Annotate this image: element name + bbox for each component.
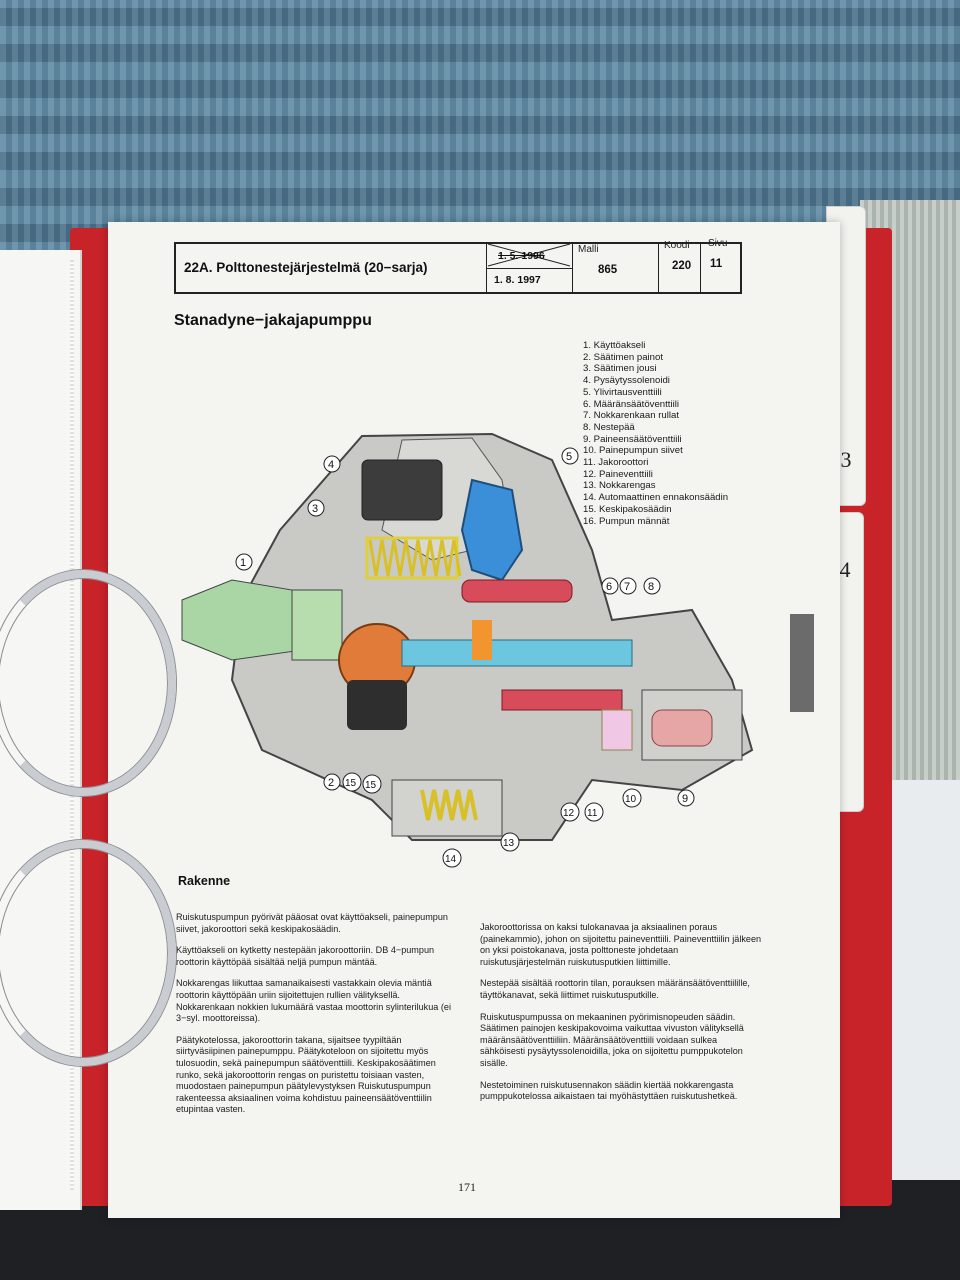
svg-text:10: 10 [625, 794, 637, 805]
governor-weights [347, 680, 407, 730]
page-heading: Stanadyne−jakajapumppu [174, 312, 372, 329]
section-title-rakenne: Rakenne [178, 874, 231, 888]
pressure-regulator [651, 709, 713, 747]
legend-item: 8. Nestepää [583, 421, 635, 433]
legend-item: 14. Automaattinen ennakonsäädin [583, 492, 729, 504]
legend-item: 10. Painepumpun siivet [583, 445, 683, 457]
pressure-valve [501, 689, 623, 711]
paragraph: Nokkarengas liikuttaa samanaikaisesti va… [176, 978, 451, 1024]
legend-item: 13. Nokkarengas [583, 480, 656, 492]
binder-ring-bottom [0, 840, 176, 1066]
sivu-value: 11 [710, 258, 723, 270]
svg-text:3: 3 [312, 503, 318, 515]
legend-item: 15. Keskipakosäädin [583, 503, 672, 515]
tablecloth-background [0, 0, 960, 260]
svg-text:15: 15 [345, 778, 357, 789]
regulator-block [601, 709, 633, 751]
legend-item: 5. Ylivirtausventtiili [583, 386, 662, 398]
page-number: 171 [458, 1180, 476, 1194]
callout-2: 2 [323, 773, 341, 791]
legend-item: 1. Käyttöakseli [583, 340, 646, 351]
left-text-column: Ruiskutuspumpun pyörivät pääosat ovat kä… [176, 912, 456, 1126]
paragraph: Käyttöakseli on kytketty nestepään jakor… [176, 945, 435, 967]
legend-item: 4. Pysäytyssolenoidi [583, 375, 670, 387]
svg-text:4: 4 [328, 459, 334, 471]
callout-7: 7 [619, 577, 637, 595]
legend-item: 6. Määränsäätöventtiili [583, 398, 679, 410]
callout-labels: 1 2 3 4 5 6 7 8 9 10 11 12 13 14 15 15 [235, 447, 695, 868]
pump-cutaway-diagram: 1 2 3 4 5 6 7 8 9 10 11 12 13 14 15 15 [181, 432, 754, 868]
governor-spring [365, 536, 462, 580]
sivu-label: Sivu [708, 238, 728, 249]
drive-shaft [181, 579, 303, 661]
koodi-label: Koodi [664, 240, 690, 251]
legend-item: 2. Säätimen painot [583, 351, 664, 363]
svg-text:13: 13 [503, 838, 515, 849]
date-new: 1. 8. 1997 [494, 274, 541, 286]
callout-8: 8 [643, 577, 661, 595]
binder-ring-top [0, 570, 176, 796]
right-text-column: Jakoroottorissa on kaksi tulokanavaa ja … [480, 922, 762, 1113]
distributor-rotor [401, 639, 633, 667]
legend-item: 11. Jakoroottori [583, 457, 649, 469]
callout-13: 13 [500, 832, 520, 852]
paragraph: Nestepää sisältää roottorin tilan, porau… [480, 978, 750, 1000]
legend-item: 3. Säätimen jousi [583, 363, 657, 375]
malli-value: 865 [598, 264, 618, 276]
callout-3: 3 [307, 499, 325, 517]
svg-text:15: 15 [365, 780, 377, 791]
header-divider [700, 242, 701, 294]
callout-15: 15 [342, 772, 362, 792]
legend-item: 7. Nokkarenkaan rullat [583, 410, 679, 422]
header-table [174, 242, 742, 294]
koodi-value: 220 [672, 260, 692, 272]
strikethrough-mark [487, 243, 571, 267]
page-edge-marker [790, 614, 814, 712]
paragraph: Ruiskutuspumpussa on mekaaninen pyörimis… [480, 1011, 744, 1068]
header-divider [486, 268, 572, 269]
stop-solenoid [361, 459, 443, 521]
callout-5: 5 [561, 447, 579, 465]
callout-11: 11 [584, 802, 604, 822]
callout-1: 1 [235, 553, 253, 571]
callout-12: 12 [560, 802, 580, 822]
paragraph: Nestetoiminen ruiskutusennakon säädin ki… [480, 1079, 738, 1102]
callout-6: 6 [601, 577, 619, 595]
advance-spring [420, 789, 478, 821]
svg-text:9: 9 [682, 793, 688, 805]
callout-9: 9 [677, 789, 695, 807]
svg-text:14: 14 [445, 854, 457, 865]
callout-4: 4 [323, 455, 341, 473]
svg-text:6: 6 [606, 581, 612, 593]
paragraph: Ruiskutuspumpun pyörivät pääosat ovat kä… [176, 912, 448, 934]
tab-label-4: 4 [839, 557, 851, 582]
governor-lever [460, 478, 524, 582]
legend-item: 16. Pumpun männät [583, 515, 670, 527]
malli-label: Malli [578, 244, 599, 255]
rotor-rollers [472, 620, 492, 660]
header-divider [658, 242, 659, 294]
callout-14: 14 [442, 848, 462, 868]
date-old: 1. 5. 1996 [498, 250, 545, 262]
paragraph: Päätykotelossa, jakoroottorin takana, si… [176, 1034, 436, 1115]
svg-text:5: 5 [566, 451, 572, 463]
callout-15-b: 15 [362, 774, 382, 794]
svg-text:11: 11 [587, 808, 598, 819]
svg-text:12: 12 [563, 808, 575, 819]
legend-item: 9. Paineensäätöventtiili [583, 433, 682, 445]
legend-item: 12. Paineventtiili [583, 468, 653, 480]
svg-text:8: 8 [648, 581, 654, 593]
drive-shaft-collar [291, 589, 343, 661]
callout-10: 10 [622, 788, 642, 808]
tab-label-3: 3 [840, 447, 852, 472]
parts-legend: 1. Käyttöakseli 2. Säätimen painot 3. Sä… [583, 340, 728, 527]
header-divider [572, 242, 573, 294]
svg-text:2: 2 [328, 777, 334, 789]
paragraph: Jakoroottorissa on kaksi tulokanavaa ja … [480, 922, 762, 967]
metering-valve [461, 579, 573, 603]
svg-text:1: 1 [240, 557, 246, 569]
section-header-title: 22A. Polttonestejärjestelmä (20−sarja) [184, 260, 428, 275]
svg-text:7: 7 [624, 581, 630, 593]
